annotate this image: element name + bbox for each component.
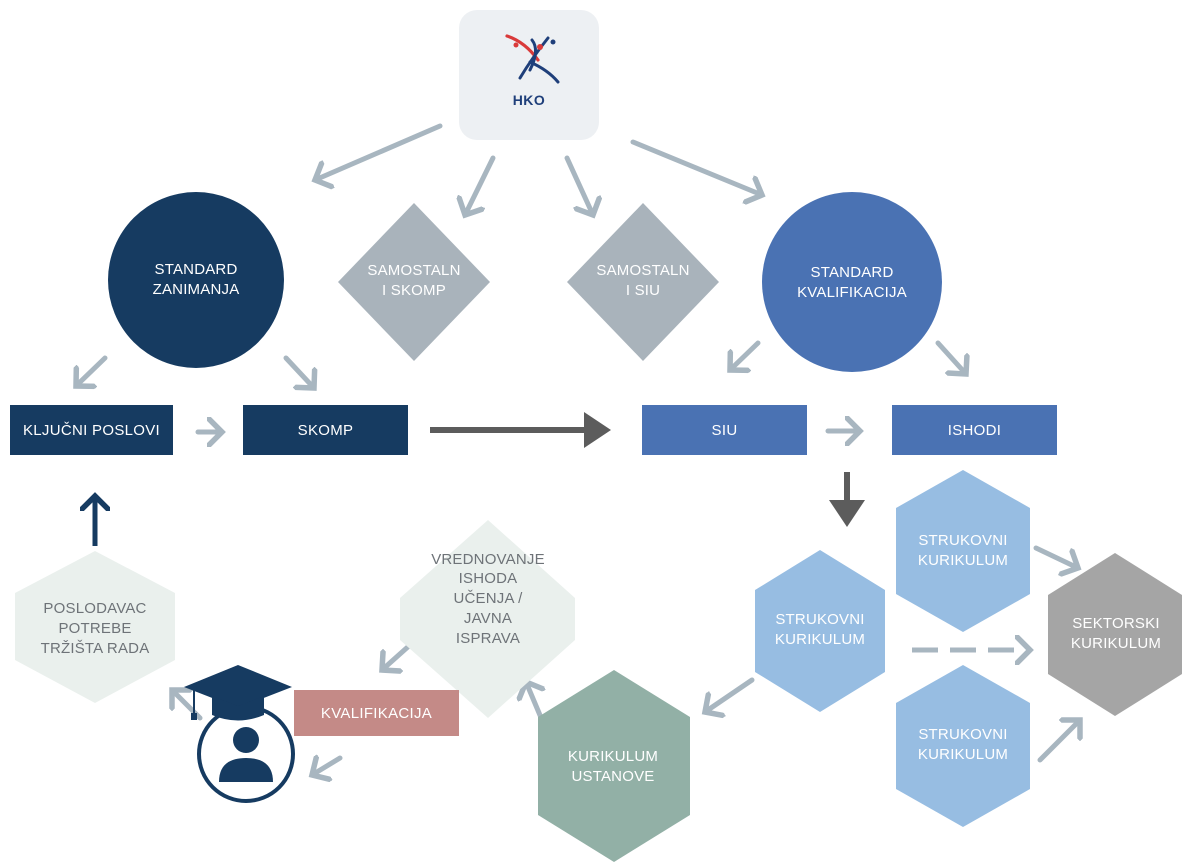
strukovni-bottom-hexagon <box>896 665 1030 827</box>
arrow-logo-to-samostalni-siu <box>564 155 593 215</box>
kvalifikacija-box: KVALIFIKACIJA <box>294 690 459 736</box>
sektorski-hexagon <box>1048 553 1182 716</box>
ishodi-box: ISHODI <box>892 405 1057 455</box>
kurikulum-ustanove-hexagon <box>538 670 690 862</box>
arrow-kvalifikacija-to-siu <box>730 340 761 370</box>
strukovni-top-hexagon <box>896 470 1030 632</box>
arrow-strukovni-bottom-to-sektorski <box>1037 720 1080 763</box>
arrow-vrednovanje-to-graduate <box>382 642 413 670</box>
graduation-cap-icon <box>184 665 292 721</box>
graduate-person-icon <box>197 705 295 803</box>
arrow-logo-to-standard-zanimanja <box>315 123 443 180</box>
arrow-strukovni-top-to-sektorski <box>1033 545 1078 568</box>
arrow-kvalifikacija-to-ishodi <box>935 340 966 374</box>
siu-box: SIU <box>642 405 807 455</box>
arrow-strukovni-to-ustanove <box>705 677 755 712</box>
standard-zanimanja-circle <box>108 192 284 368</box>
vrednovanje-hexagon <box>400 520 575 718</box>
arrow-logo-to-standard-kvalifikacija <box>630 139 762 195</box>
samostalni-skomp-diamond <box>338 203 490 361</box>
arrow-logo-to-samostalni-skomp <box>465 155 496 215</box>
poslodavac-hexagon <box>15 551 175 703</box>
samostalni-siu-diamond <box>567 203 719 361</box>
arrow-ustanove-to-vrednovanje <box>526 682 542 723</box>
hko-logo-card <box>459 10 599 140</box>
arrow-zanimanja-to-kljucni <box>76 355 108 386</box>
hko-logo-text: HKO <box>512 92 546 108</box>
skomp-box: SKOMP <box>243 405 408 455</box>
arrow-kvalifikacija-to-graduate <box>312 758 343 775</box>
strukovni-mid-hexagon <box>755 550 885 712</box>
standard-kvalifikacija-circle <box>762 192 942 372</box>
kljucni-poslovi-box: KLJUČNI POSLOVI <box>10 405 173 455</box>
hko-logo-icon <box>505 34 560 84</box>
arrow-zanimanja-to-skomp <box>283 355 314 388</box>
